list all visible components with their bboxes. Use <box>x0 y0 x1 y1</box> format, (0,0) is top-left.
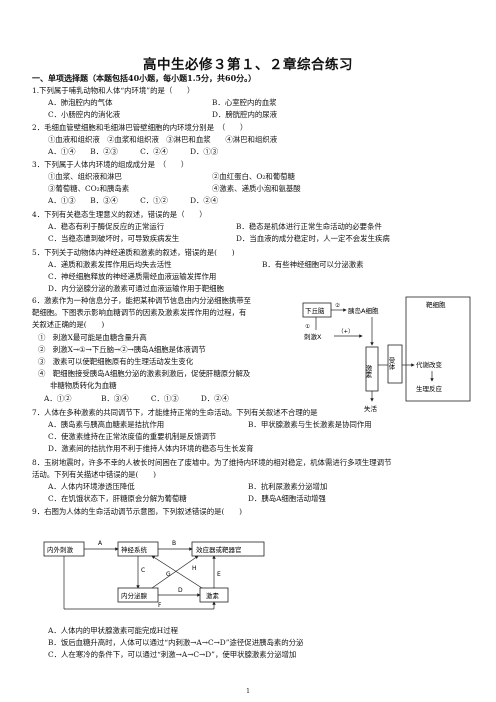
question-1: 1.下列属于哺乳动物和人体“内环境”的是（ ） <box>32 86 195 95</box>
effector-label: 效应器或靶器官 <box>196 545 242 554</box>
q6-statement-2: ② 刺激X→①→下丘脑→②→胰岛A细胞是体液调节 <box>38 345 206 354</box>
question-7: 7．人体在多种激素的共同调节下，才能维持正常的生命活动。下列有关叙述不合理的是 <box>32 408 318 417</box>
endocrine-label: 内分泌腺 <box>121 591 148 600</box>
q6-statement-3: ③ 激素可以使靶细胞原有的生理活动发生变化 <box>38 357 194 366</box>
q7-option-c: C．使激素维持在正常浓度值的重要机制是反馈调节 <box>48 432 217 441</box>
q4-option-c: C．当稳态遭到破坏时，可导致疾病发生 <box>48 234 180 243</box>
label-h: H <box>192 565 197 572</box>
q3-answers: A．①③ B．③④ C．①② D．②④ <box>48 196 219 205</box>
metabolic-label: 代谢改变 <box>416 360 443 369</box>
q6-statement-4-cont: 非糖物质转化为血糖 <box>50 381 117 390</box>
q5-option-b: B．有些神经细胞可以分泌激素 <box>262 260 364 269</box>
q7-option-d: D．激素间的拮抗作用不利于维持人体内环境的稳态与生长发育 <box>48 444 254 453</box>
q7-option-a: A．胰岛素与胰高血糖素是拮抗作用 <box>48 420 165 429</box>
label-a: A <box>98 540 103 547</box>
label-f: F <box>158 602 162 609</box>
q8-option-b: B．抗利尿激素分泌增加 <box>248 482 328 491</box>
hypothalamus-label: 下丘脑 <box>305 306 325 315</box>
page-number: 1 <box>246 688 250 695</box>
q5-option-a: A．递质和激素发挥作用后均失去活性 <box>48 260 172 269</box>
q6-answers: A．①② B．③④ C．①③ D．②④ <box>44 394 229 403</box>
internal-stimulus-label: 内外刺激 <box>47 545 74 554</box>
q3-statement-2: ②血红蛋白、O₂和葡萄糖 <box>212 172 295 181</box>
q1-option-d: D．膀胱腔内的尿液 <box>212 110 278 119</box>
q9-option-c: C．人在寒冷的条件下，可以通过“刺激→A→C→D”，使甲状腺激素分泌增加 <box>48 650 297 659</box>
question-3: 3．下列属于人体内环境的组成成分是 （ ） <box>32 160 189 169</box>
question-9: 9．右图为人体的生命活动调节示意图，下列叙述错误的是( ) <box>32 507 243 516</box>
q5-option-c: C．神经细胞释放的神经递质需经血液运输发挥作用 <box>48 272 217 281</box>
q3-statement-4: ④激素、递质小泡和氨基酸 <box>212 184 301 193</box>
q2-answers: A．①④ B．②③ C．②④ D．①③ <box>48 147 219 156</box>
q6-statement-1: ① 刺激X最可能是血糖含量升高 <box>38 333 147 342</box>
q6-statement-4: ④ 靶细胞接受胰岛A细胞分泌的激素刺激后，促使肝糖原分解及 <box>38 369 251 378</box>
q8-option-a: A．人体内环境渗透压降低 <box>48 482 135 491</box>
question-8-line-2: 活动。下列有关描述中错误的是( ) <box>32 470 157 479</box>
q9-option-b: B．饭后血糖升高时，人体可以通过“内刺激→A→C→D”途径促进胰岛素的分泌 <box>48 638 304 647</box>
plus-label: （+） <box>338 328 354 335</box>
hormone-label-9: 激素 <box>206 591 220 600</box>
stimulus-label: 刺激X <box>304 332 322 341</box>
question-6-line-2: 靶细胞。下图表示影响血糖调节的因素及激素发挥作用的过程，有 <box>32 308 247 317</box>
question-5: 5．下列关于动物体内神经递质和激素的叙述，错误的是( ) <box>32 248 235 257</box>
q4-option-b: B．稳态是机体进行正常生命活动的必要条件 <box>236 222 382 231</box>
arrow-h <box>151 555 203 589</box>
q8-option-c: C．在饥饿状态下，肝糖原会分解为葡萄糖 <box>48 494 187 503</box>
q1-option-c: C．小肠腔内的消化液 <box>48 110 121 119</box>
q1-option-b: B．心室腔内的血浆 <box>212 98 277 107</box>
q9-figure: 内外刺激 神经系统 效应器或靶器官 内分泌腺 激素 A B C D E F G … <box>43 540 265 610</box>
q8-option-d: D．胰岛A细胞活动增强 <box>248 494 326 503</box>
q4-option-d: D．当血液的成分稳定时，人一定不会发生疾病 <box>236 234 390 243</box>
question-6-line-1: 6．激素作为一种信息分子，能把某种调节信息由内分泌细胞携带至 <box>32 296 252 305</box>
response-label: 生理反应 <box>416 384 443 393</box>
question-6-line-3: 关叙述正确的是( ) <box>32 320 105 329</box>
inactivate-label: 失活 <box>364 404 378 413</box>
label-d: D <box>178 587 183 594</box>
hormone-label: 激素 <box>364 364 372 379</box>
section-heading: 一、单项选择题（本题包括40小题，每小题1.5分，共60分。） <box>32 73 257 83</box>
q3-statement-3: ③葡萄糖、CO₂和胰岛素 <box>48 184 130 193</box>
question-8-line-1: 8．玉树地震时，许多不幸的人被长时间困在了废墟中。为了维持内环境的相对稳定，机体… <box>32 458 392 467</box>
q3-statement-1: ①血浆、组织液和淋巴 <box>48 172 122 181</box>
arrow-g <box>151 555 199 589</box>
q7-option-b: B．甲状腺激素与生长激素是协同作用 <box>248 420 372 429</box>
q2-statements: ①血液和组织液 ②血浆和组织液 ③淋巴和血浆 ④淋巴和组织液 <box>48 135 278 144</box>
question-2: 2．毛细血管壁细胞和毛细淋巴管壁细胞的内环境分别是 （ ） <box>32 123 248 132</box>
page-title: 高中生必修３第１、２章综合练习 <box>143 57 353 73</box>
label-n1: ① <box>305 324 310 330</box>
target-cell-label: 靶细胞 <box>426 300 446 309</box>
islet-cell-label: 胰岛A细胞 <box>348 306 379 315</box>
label-n2: ② <box>335 302 340 309</box>
q4-option-a: A．稳态有利于酶促反应的正常运行 <box>48 222 165 231</box>
nervous-system-label: 神经系统 <box>121 545 148 554</box>
label-b: B <box>172 540 176 547</box>
label-g: G <box>166 571 171 578</box>
q9-option-a: A．人体内的甲状腺激素可能完成H过程 <box>48 626 179 635</box>
receptor-label: 受体 <box>387 356 395 372</box>
question-4: 4．下列有关稳态生理意义的叙述，错误的是（ ） <box>32 210 207 219</box>
label-c: C <box>141 567 145 574</box>
q1-option-a: A．肺泡腔内的气体 <box>48 98 113 107</box>
q6-figure: 下丘脑 ② 胰岛A细胞 ① 刺激X （+） 激素 靶细胞 受体 代谢改变 生理反… <box>302 296 471 413</box>
target-cell-box <box>405 296 471 402</box>
q5-option-d: D．内分泌腺分泌的激素可通过血液运输作用于靶细胞 <box>48 284 224 293</box>
label-e: E <box>217 571 221 578</box>
receptor-box <box>387 344 403 384</box>
